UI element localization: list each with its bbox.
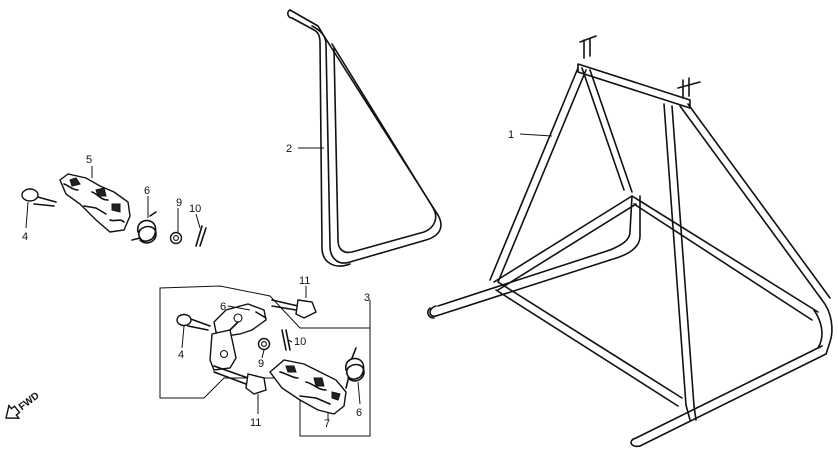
pin-upper [21, 188, 57, 207]
callout-11-lower: 11 [250, 417, 261, 429]
fwd-indicator: FWD [5, 390, 42, 419]
callout-6-middle: 6 [220, 301, 226, 313]
pin-lower [176, 313, 211, 331]
callout-3: 3 [364, 292, 370, 304]
step-bracket-upper [59, 173, 131, 233]
callout-4-lower: 4 [178, 349, 184, 361]
callout-7: 7 [324, 418, 330, 430]
callout-6-upper: 6 [144, 185, 150, 197]
callout-1: 1 [508, 129, 514, 141]
bolt-lower [213, 365, 267, 395]
callout-9-upper: 9 [176, 197, 182, 209]
callout-4-upper: 4 [22, 231, 28, 243]
stand-frame [427, 35, 833, 448]
callout-10-lower: 10 [294, 336, 306, 348]
leader-lines [25, 133, 553, 420]
bolt-upper-right [271, 299, 317, 319]
pivot-plate [209, 303, 267, 371]
pin-clip-upper [195, 225, 207, 247]
spring-lower [344, 347, 365, 389]
nut-upper [169, 231, 183, 245]
nut-lower [257, 337, 271, 351]
callout-6-lower: 6 [356, 407, 362, 419]
callout-9-lower: 9 [258, 358, 264, 370]
callout-labels: 1 2 3 4 4 5 6 6 6 7 9 9 10 10 11 11 [22, 129, 514, 430]
step-bracket-lower [269, 359, 347, 415]
callout-5: 5 [86, 154, 92, 166]
fwd-label: FWD [17, 390, 42, 413]
callout-10-upper: 10 [189, 203, 201, 215]
arrow-icon [5, 403, 21, 419]
callout-2: 2 [286, 143, 292, 155]
assembly-outline [159, 285, 371, 437]
spring-upper [131, 211, 157, 244]
callout-11-upper: 11 [299, 275, 310, 287]
side-frame [287, 9, 442, 267]
